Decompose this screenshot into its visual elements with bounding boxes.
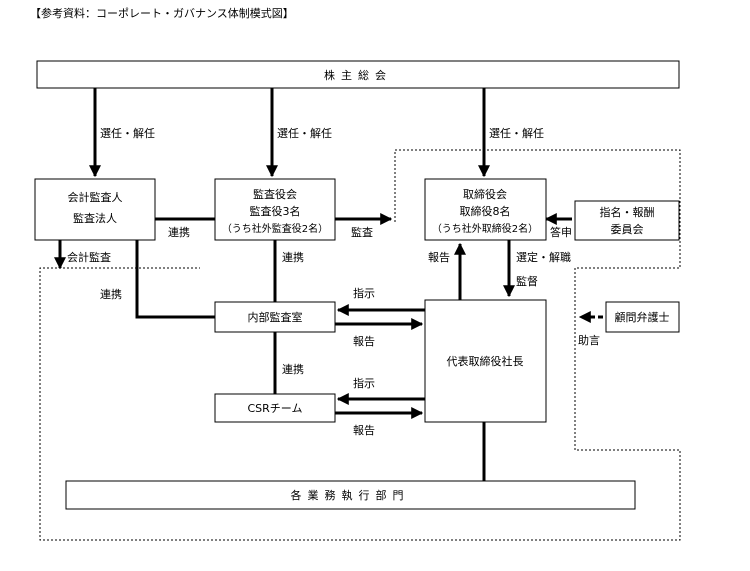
label-elect-dismiss-2: 選任・解任 bbox=[277, 126, 332, 140]
csr-team-label: CSRチーム bbox=[248, 402, 303, 415]
label-report-2: 報告 bbox=[353, 424, 375, 437]
label-coop-internal-csr: 連携 bbox=[282, 362, 304, 376]
internal-area-boundary bbox=[39, 149, 681, 541]
board-line2: 取締役8名 bbox=[460, 204, 511, 218]
label-accounting-audit: 会計監査 bbox=[67, 250, 111, 264]
label-coop-auditor-internal: 連携 bbox=[100, 287, 122, 301]
label-report-board: 報告 bbox=[428, 251, 450, 264]
president-label: 代表取締役社長 bbox=[447, 354, 524, 368]
board-box bbox=[424, 178, 547, 241]
nomination-committee-line1: 指名・報酬 bbox=[600, 205, 655, 219]
label-advice: 助言 bbox=[578, 333, 600, 347]
label-instruct-2: 指示 bbox=[353, 376, 375, 390]
label-elect-dismiss-3: 選任・解任 bbox=[489, 126, 544, 140]
internal-audit-box bbox=[214, 301, 336, 333]
nomination-committee-box bbox=[574, 200, 680, 241]
audit-board-line2: 監査役3名 bbox=[250, 204, 301, 218]
label-appoint-dismiss: 選定・解職 bbox=[516, 250, 571, 264]
audit-board-box bbox=[214, 178, 336, 241]
audit-board-line3: （うち社外監査役2名） bbox=[222, 222, 328, 235]
label-instruct-1: 指示 bbox=[353, 286, 375, 300]
business-units-box bbox=[65, 480, 636, 510]
legal-counsel-box bbox=[605, 301, 680, 333]
label-elect-dismiss-1: 選任・解任 bbox=[100, 126, 155, 140]
audit-board-line1: 監査役会 bbox=[253, 187, 297, 201]
accounting-auditor-line1: 会計監査人 bbox=[68, 190, 123, 204]
nomination-committee-line2: 委員会 bbox=[611, 223, 644, 236]
president-box bbox=[424, 299, 547, 423]
board-line1: 取締役会 bbox=[463, 187, 507, 201]
label-audit: 監査 bbox=[351, 225, 373, 239]
accounting-auditor-box bbox=[34, 178, 156, 241]
shareholders-label: 株主総会 bbox=[324, 68, 392, 82]
legal-counsel-label: 顧問弁護士 bbox=[615, 310, 670, 324]
business-units-label: 各業務執行部門 bbox=[291, 488, 410, 502]
label-coop-audit-internal: 連携 bbox=[282, 250, 304, 264]
label-coop-auditor-board: 連携 bbox=[168, 225, 190, 239]
label-answer: 答申 bbox=[550, 225, 572, 239]
label-supervise: 監督 bbox=[516, 274, 538, 288]
label-report-1: 報告 bbox=[353, 335, 375, 348]
accounting-auditor-line2: 監査法人 bbox=[73, 211, 117, 225]
board-line3: （うち社外取締役2名） bbox=[432, 222, 538, 235]
csr-team-box bbox=[214, 393, 336, 423]
internal-audit-label: 内部監査室 bbox=[248, 310, 303, 324]
shareholders-box bbox=[36, 60, 680, 89]
line-coop-auditor-internal bbox=[135, 240, 215, 319]
diagram-heading: 【参考資料：コーポレート・ガバナンス体制模式図】 bbox=[30, 6, 294, 20]
